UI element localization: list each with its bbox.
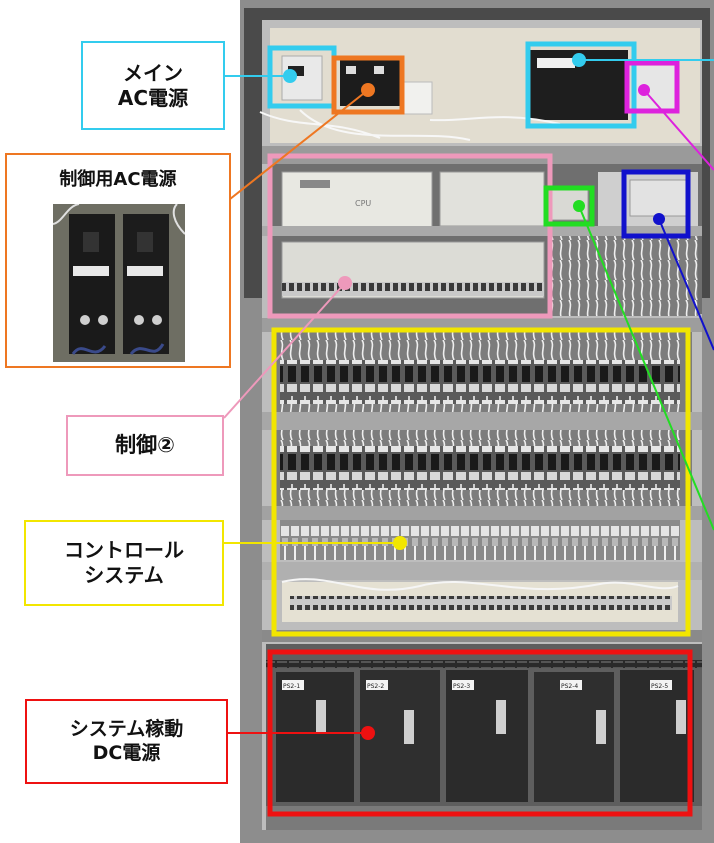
- dc-power-supplies: PS2-1 PS2-2 PS2-3 PS2-4 PS2-5: [276, 670, 694, 802]
- closeup-switch-right: [137, 232, 153, 252]
- plc-expansion-units: [439, 171, 545, 227]
- dot-blue: [653, 213, 665, 225]
- callout-main-ac-power: メイン AC電源: [81, 41, 225, 130]
- ps-label-5-bg: [650, 680, 672, 690]
- dot-upper-breakers: [572, 53, 586, 67]
- callout-dc-power-line2: DC電源: [92, 741, 161, 764]
- plc-cpu-badge: [300, 180, 330, 188]
- plc-side-wiring: [552, 236, 698, 316]
- callout-control-system: コントロール システム: [24, 520, 224, 606]
- ps-sticker-5: [676, 700, 686, 734]
- duct-mid: [262, 226, 702, 236]
- relay-row-2: [280, 446, 680, 490]
- callout-control-2: 制御②: [66, 415, 224, 476]
- callout-control-system-line1: コントロール: [64, 538, 184, 562]
- dot-control-ac: [361, 83, 375, 97]
- closeup-screw-4: [152, 315, 162, 325]
- ps-label-5: PS2-5: [651, 683, 668, 690]
- callout-dc-power-line1: システム稼動: [69, 717, 184, 740]
- terminal-row-4: [290, 596, 672, 610]
- highlight-control-ac: [331, 55, 405, 115]
- ps-label-3-bg: [452, 680, 474, 690]
- callout-main-ac-line1: メイン: [123, 60, 183, 85]
- dot-control-system: [393, 536, 407, 550]
- ps-label-1-bg: [282, 680, 304, 690]
- control-breaker-label-2: [374, 66, 384, 74]
- callout-control-system-line2: システム: [84, 563, 164, 587]
- ps-label-4-bg: [560, 680, 582, 690]
- ps-sticker-4: [596, 710, 606, 744]
- closeup-screw-3: [134, 315, 144, 325]
- breaker-closeup-photo: [53, 204, 185, 362]
- highlight-green: [543, 185, 595, 227]
- duct-row-1: [262, 412, 702, 430]
- closeup-label-right: [127, 266, 163, 276]
- callout-control-2-label: 制御②: [115, 433, 175, 458]
- highlight-control-system: [271, 327, 691, 637]
- leader-green: [578, 205, 714, 531]
- closeup-screw-2: [98, 315, 108, 325]
- leader-control-ac: [224, 89, 369, 204]
- breaker-label-right: [537, 58, 575, 68]
- closeup-top-wires: [53, 204, 185, 235]
- dot-dc-power: [361, 726, 375, 740]
- duct-row-2: [262, 506, 702, 520]
- ps-label-1: PS2-1: [283, 683, 300, 690]
- terminal-row-4-wires: [281, 578, 679, 591]
- duct-row-3: [262, 562, 702, 580]
- ps-label-4: PS2-4: [561, 683, 578, 690]
- cabinet-floor: [266, 806, 702, 830]
- ps-label-2-bg: [366, 680, 388, 690]
- closeup-label-left: [73, 266, 109, 276]
- main-breaker-switch: [288, 66, 304, 76]
- upper-wires: [259, 109, 561, 141]
- callout-main-ac-line2: AC電源: [117, 85, 189, 110]
- leader-lines: [223, 59, 714, 734]
- ps-label-2: PS2-2: [367, 683, 384, 690]
- power-supply-5: [620, 670, 694, 802]
- ps-label-3: PS2-3: [453, 683, 470, 690]
- plc-cpu-text: CPU: [355, 199, 371, 208]
- control-breaker-label-1: [346, 66, 356, 74]
- leader-magenta: [643, 89, 714, 171]
- relay-row-1: [280, 360, 680, 404]
- highlight-magenta: [624, 60, 680, 114]
- outlet: [403, 81, 433, 115]
- dc-power-vent-strip: [266, 660, 702, 668]
- callout-control-ac-label: 制御用AC電源: [59, 169, 177, 190]
- highlight-control-2: [267, 153, 553, 319]
- ps-sticker-3: [496, 700, 506, 734]
- dot-control-2: [338, 276, 352, 290]
- dot-green: [573, 200, 585, 212]
- highlight-upper-breakers: [525, 41, 637, 129]
- io-terminal-row: [282, 282, 544, 296]
- callout-system-dc-power: システム稼動 DC電源: [25, 699, 228, 784]
- closeup-screw-1: [80, 315, 90, 325]
- power-supply-3: [446, 670, 528, 802]
- leader-blue: [658, 218, 714, 351]
- power-supply-1: [276, 672, 354, 802]
- marker-dots: [283, 53, 665, 740]
- power-module-small: [629, 179, 687, 217]
- leader-control-2: [223, 282, 346, 419]
- dot-magenta: [638, 84, 650, 96]
- closeup-wires: [71, 343, 165, 356]
- closeup-switch-left: [83, 232, 99, 252]
- ps-sticker-1: [316, 700, 326, 734]
- terminal-row-3: [280, 520, 680, 560]
- highlight-boxes: [267, 41, 693, 817]
- ps-sticker-2: [404, 710, 414, 744]
- highlight-blue: [621, 169, 691, 239]
- dot-main-ac: [283, 69, 297, 83]
